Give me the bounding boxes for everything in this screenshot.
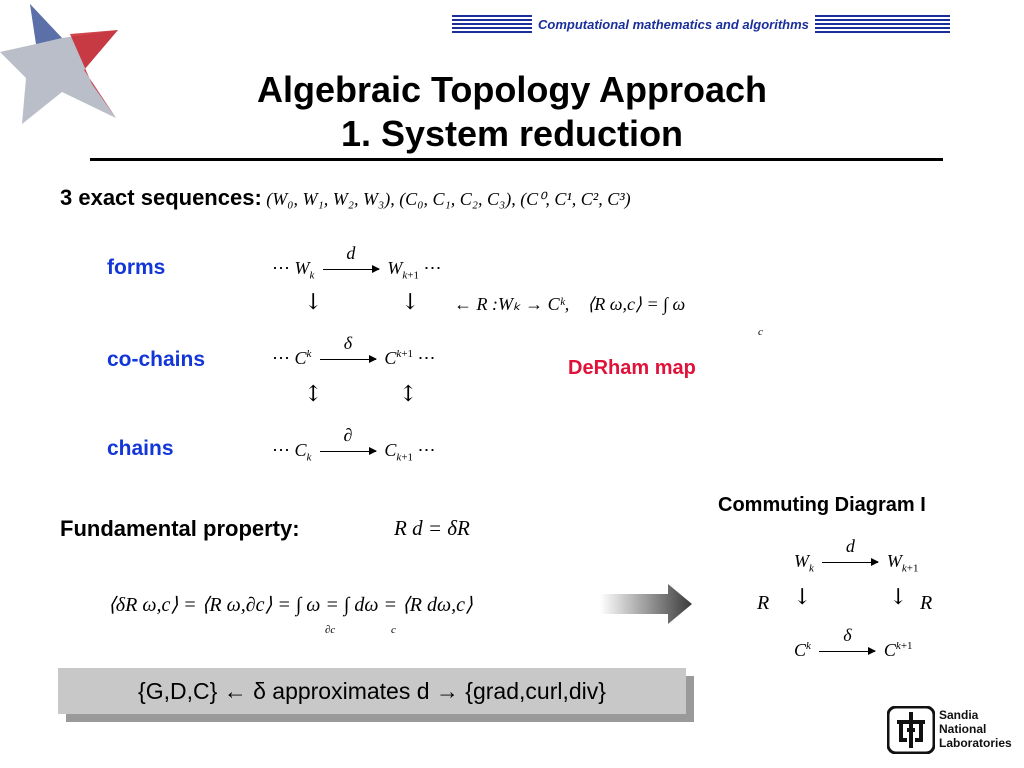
header-band: Computational mathematics and algorithms bbox=[452, 14, 950, 36]
chains-label: chains bbox=[107, 437, 174, 460]
commuting-down-left: ↓ bbox=[793, 585, 812, 610]
updown-arrow-left: ↕ bbox=[304, 382, 323, 407]
fundamental-label: Fundamental property: bbox=[60, 516, 300, 541]
big-right-arrow-icon bbox=[600, 584, 692, 624]
fundamental-equation: R d = δR bbox=[394, 516, 470, 540]
title-underline bbox=[90, 158, 943, 161]
title-line-2: 1. System reduction bbox=[340, 113, 684, 154]
cochains-label: co-chains bbox=[107, 348, 206, 371]
commuting-arrow-d: d bbox=[822, 536, 880, 567]
arrow-partial: ∂ bbox=[319, 425, 377, 456]
derham-pairing: ⟨R ω,c⟩ = ∫ ω bbox=[587, 294, 686, 314]
summary-box bbox=[58, 668, 686, 714]
commuting-down-right: ↓ bbox=[889, 585, 908, 610]
slide-title: Algebraic Topology Approach 1. System re… bbox=[0, 68, 1024, 156]
sandia-logo: Sandia National Laboratories bbox=[886, 705, 1017, 756]
cochains-sequence: ⋯ Ck δ Ck+1 ⋯ bbox=[272, 333, 436, 368]
arrow-d: d bbox=[322, 243, 380, 274]
commuting-r-right: R bbox=[920, 592, 933, 614]
updown-arrow-right: ↕ bbox=[399, 382, 418, 407]
arrow-delta: δ bbox=[319, 333, 377, 364]
derham-map-label: DeRham map bbox=[568, 357, 696, 379]
chains-sequence: ⋯ Ck ∂ Ck+1 ⋯ bbox=[272, 425, 436, 464]
sequence-w: (W₀, W₁, W₂, W₃), bbox=[266, 189, 395, 209]
identity-equation: ⟨δR ω,c⟩ = ⟨R ω,∂c⟩ = ∫ ω = ∫ dω = ⟨R dω… bbox=[108, 594, 473, 616]
summary-formula: {G,D,C} ← δ approximates d → {grad,curl,… bbox=[138, 678, 606, 704]
sequences-line: 3 exact sequences: (W₀, W₁, W₂, W₃), (C₀… bbox=[60, 185, 631, 211]
sequence-c-upper: (C⁰, C¹, C², C³) bbox=[520, 189, 631, 209]
forms-label: forms bbox=[107, 256, 166, 279]
header-label: Computational mathematics and algorithms bbox=[532, 14, 815, 36]
commuting-bottom-row: Ck δ Ck+1 bbox=[794, 625, 913, 660]
commuting-r-left: R bbox=[757, 592, 770, 614]
commuting-top-row: Wk d Wk+1 bbox=[794, 536, 919, 575]
commuting-arrow-delta: δ bbox=[819, 625, 877, 656]
sequence-c-lower: (C₀, C₁, C₂, C₃), bbox=[399, 189, 516, 209]
down-arrow-left: ↓ bbox=[304, 290, 323, 315]
derham-map-definition: ← R :Wₖ → Cᵏ, ⟨R ω,c⟩ = ∫ ω bbox=[454, 294, 685, 315]
commuting-diagram-label: Commuting Diagram I bbox=[718, 494, 926, 516]
forms-sequence: ⋯ Wk d Wk+1 ⋯ bbox=[272, 243, 442, 282]
title-line-1: Algebraic Topology Approach bbox=[256, 69, 768, 110]
star-logo-icon bbox=[0, 4, 118, 124]
derham-map: ← R :Wₖ → Cᵏ, bbox=[454, 294, 570, 314]
sequences-label: 3 exact sequences: bbox=[60, 185, 262, 210]
sandia-thunderbird-icon bbox=[886, 705, 936, 755]
down-arrow-right: ↓ bbox=[401, 290, 420, 315]
